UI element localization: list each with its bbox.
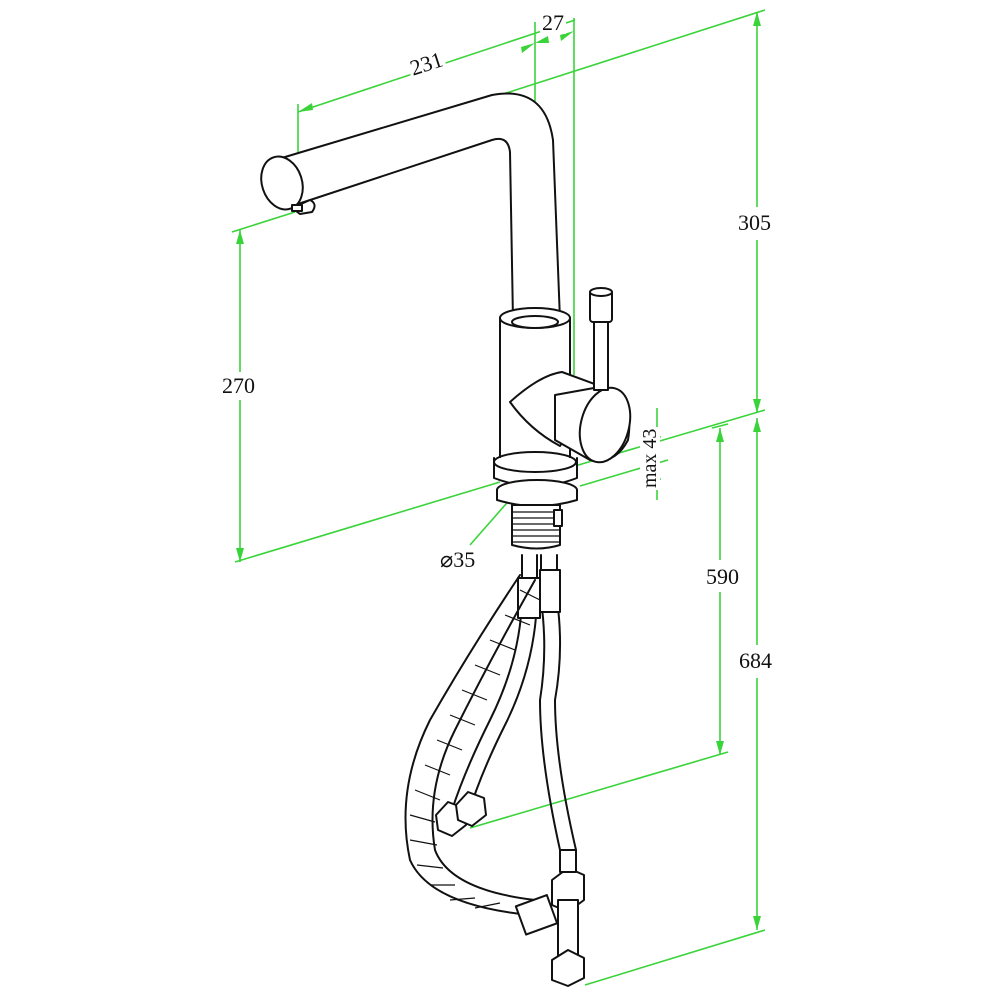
supply-hoses — [404, 554, 585, 987]
faucet-spout — [260, 92, 561, 321]
dimension-label-hose-length-inner: 590 — [704, 564, 741, 589]
faucet-lever-handle — [509, 287, 632, 464]
dimension-label-spout-clearance: 270 — [220, 373, 257, 398]
dimension-label-overall-height: 305 — [736, 210, 773, 235]
dimension-label-max-deck-thickness: max 43 — [639, 426, 661, 490]
dimension-label-hose-length-total: 684 — [737, 648, 774, 673]
dimension-label-mounting-hole-diameter: ⌀35 — [438, 547, 478, 572]
dimension-label-body-offset: 27 — [540, 10, 566, 35]
mounting-shank — [496, 479, 578, 550]
